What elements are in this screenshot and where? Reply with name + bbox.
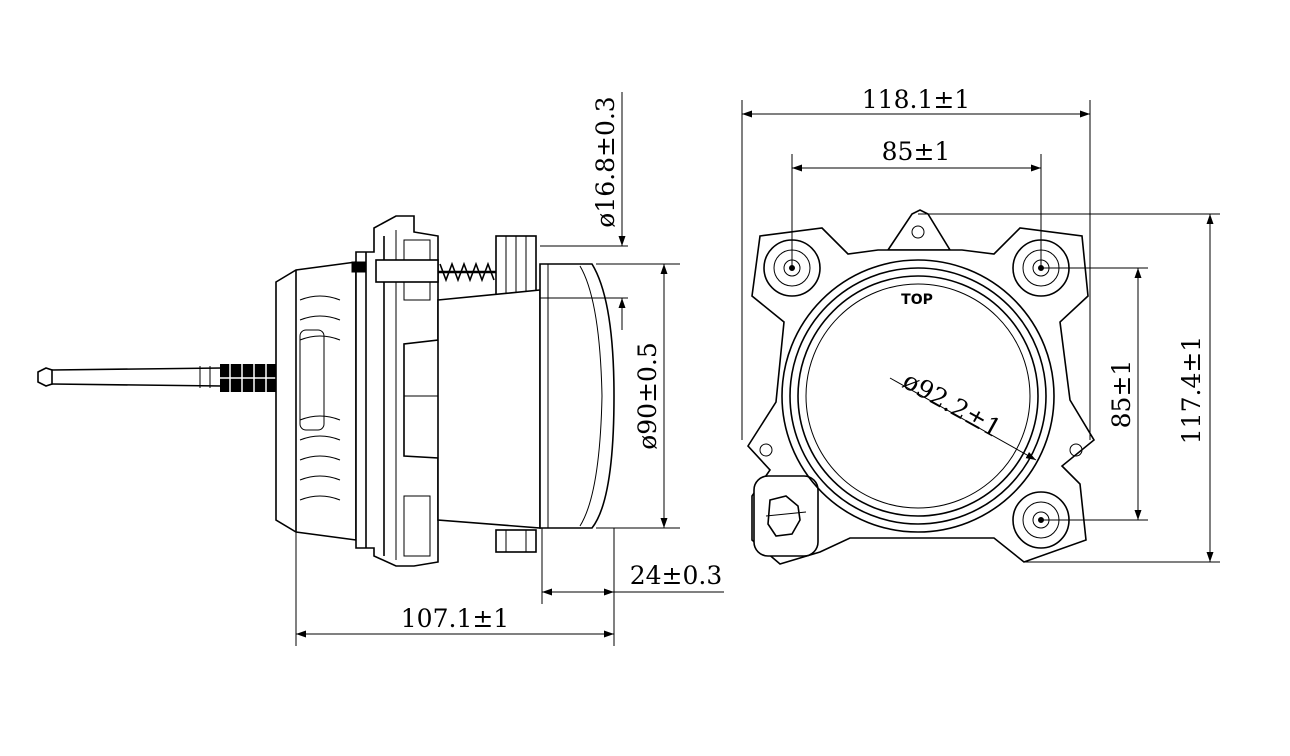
dim-front-mount-spacing-v: 85±1 (1107, 360, 1136, 429)
side-dimensions (295, 92, 724, 646)
dim-side-lens-diameter: ø90±0.5 (633, 342, 662, 450)
top-tab (886, 209, 952, 251)
front-dimensions (741, 100, 1220, 563)
lower-clip (495, 529, 537, 553)
dim-front-overall-width: 118.1±1 (862, 85, 970, 114)
dim-front-overall-height: 117.4±1 (1177, 336, 1206, 444)
side-view (37, 215, 615, 567)
rear-heatsink (275, 261, 357, 541)
front-view (746, 209, 1096, 565)
dim-side-overall-depth: 107.1±1 (401, 604, 509, 633)
lens-housing (437, 263, 615, 529)
dim-side-lens-depth: 24±0.3 (630, 561, 723, 590)
top-label: TOP (901, 292, 933, 308)
front-housing (746, 227, 1096, 565)
housing-body (351, 215, 439, 567)
dim-front-mount-spacing-h: 85±1 (882, 137, 951, 166)
front-lens (781, 259, 1055, 533)
connector-socket (753, 475, 819, 557)
dim-side-screw-diameter: ø16.8±0.3 (591, 96, 620, 227)
adjust-screw (375, 235, 537, 301)
cable (37, 366, 223, 388)
